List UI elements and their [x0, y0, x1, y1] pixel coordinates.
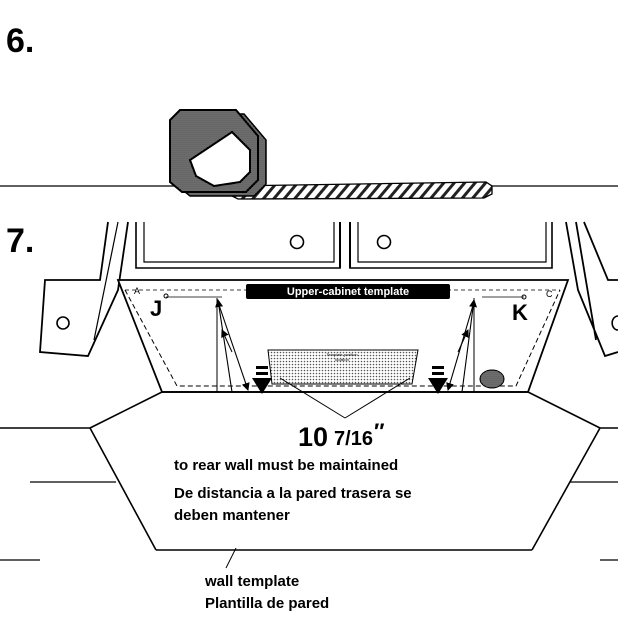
right-cabinet [565, 221, 618, 358]
note-line-1: to rear wall must be maintained [174, 457, 398, 474]
dimension-arrow-left-bottom [217, 301, 250, 391]
small-label-line2: location [335, 357, 349, 362]
marker-j: J [150, 296, 162, 321]
small-label-line1: Template position [326, 352, 357, 357]
outlet-cutout [479, 369, 505, 389]
wall-template-label-es: Plantilla de pared [205, 595, 329, 612]
template-area: Upper-cabinet template A C J K Template … [116, 279, 570, 419]
marker-a: A [134, 286, 140, 296]
step-6-number: 6. [6, 22, 34, 60]
marker-k: K [512, 300, 528, 325]
wall-template-leader [225, 547, 237, 569]
template-label-box [246, 284, 450, 299]
door-knob-left [289, 234, 305, 250]
note-line-2: De distancia a la pared trasera se [174, 485, 412, 502]
marker-c: C [546, 289, 553, 299]
step-7-number: 7. [6, 222, 34, 260]
tape-window [188, 130, 251, 188]
door-knob-right [376, 234, 392, 250]
template-outline [124, 289, 561, 387]
left-cabinet [39, 221, 129, 357]
dimension-arrow-left-top [215, 299, 233, 393]
template-label: Upper-cabinet template [287, 286, 409, 298]
dimension-arrow-right-top [461, 299, 478, 393]
wall-template-label-en: wall template [204, 573, 299, 590]
left-cabinet-knob [56, 316, 70, 330]
down-arrow-left [252, 366, 272, 394]
note-line-3: deben mantener [174, 507, 290, 524]
range-hood-template-piece [267, 349, 419, 385]
center-left-door [135, 222, 341, 269]
countertop-and-wall-template [0, 391, 618, 569]
tape-measure-illustration [0, 109, 618, 200]
down-arrow-right [428, 366, 448, 394]
cabinet-scene [39, 221, 618, 358]
